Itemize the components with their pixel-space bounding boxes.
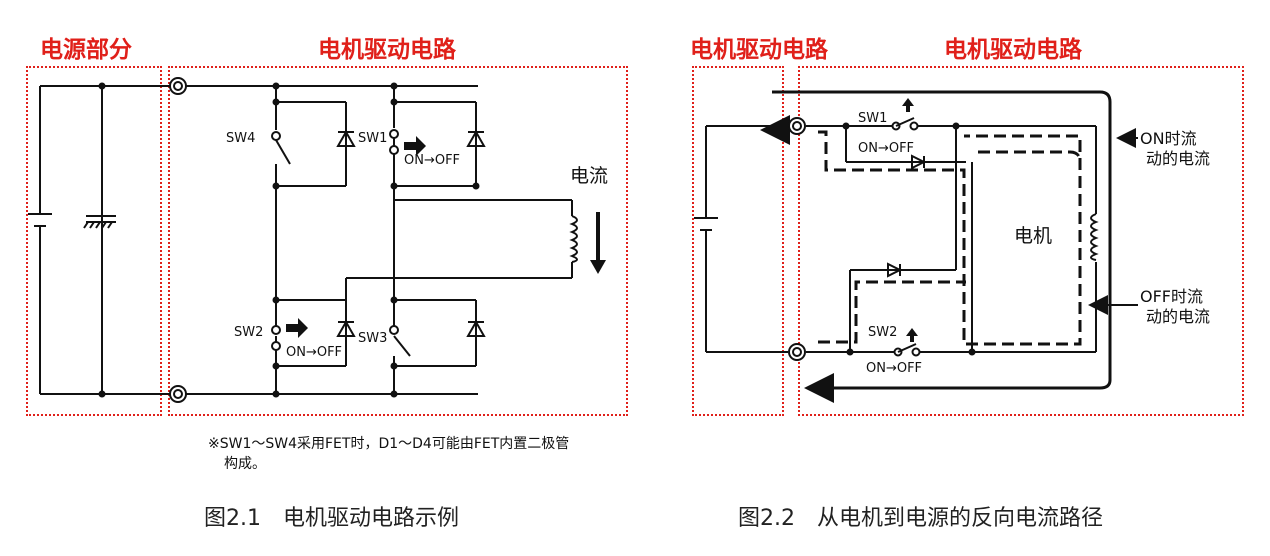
fig1-arrows <box>286 136 606 338</box>
fig2-sw2-label: SW2 <box>868 325 897 340</box>
fig2-circuit <box>694 90 1112 403</box>
fig2-sw1-onoff: ON→OFF <box>858 141 914 156</box>
fig1-sw2-label: SW2 <box>234 325 263 340</box>
drive-section-box-fig2-right <box>798 66 1244 416</box>
drive-section-label-fig2-left: 电机驱动电路 <box>690 37 828 63</box>
fig2-caption: 图2.2 从电机到电源的反向电流路径 <box>738 506 1103 531</box>
drive-section-label-fig2-right: 电机驱动电路 <box>944 37 1082 63</box>
fig2-off-current-line2: 动的电流 <box>1146 307 1210 326</box>
fig2-terminals <box>788 117 806 361</box>
fig1-switch-contacts <box>271 129 399 351</box>
power-section-label: 电源部分 <box>40 37 132 63</box>
fig2-up-arrows <box>902 98 918 342</box>
fig2-junctions <box>842 122 976 356</box>
fig1-note-line2: 构成。 <box>224 456 266 472</box>
drive-section-box-fig2-left <box>692 66 784 416</box>
fig2-diodes <box>887 154 927 278</box>
fig2-on-current-line1: ON时流 <box>1140 129 1197 148</box>
fig2-on-current-line2: 动的电流 <box>1146 149 1210 168</box>
power-section-box <box>26 66 162 416</box>
fig1-caption: 图2.1 电机驱动电路示例 <box>204 506 459 531</box>
fig1-circuit <box>28 85 578 395</box>
fig1-sw2-onoff: ON→OFF <box>286 345 342 360</box>
fig1-sw4-label: SW4 <box>226 131 255 146</box>
drive-section-box-fig1 <box>168 66 628 416</box>
fig1-terminals <box>169 77 187 403</box>
fig2-sw2-onoff: ON→OFF <box>866 361 922 376</box>
drive-section-label-fig1: 电机驱动电路 <box>318 37 456 63</box>
fig1-diodes <box>336 129 486 337</box>
fig2-off-current-line1: OFF时流 <box>1140 287 1203 306</box>
fig2-sw1-label: SW1 <box>858 111 887 126</box>
fig1-sw1-onoff: ON→OFF <box>404 153 460 168</box>
fig1-sw3-label: SW3 <box>358 331 387 346</box>
fig1-junctions <box>98 82 480 398</box>
fig1-current-label: 电流 <box>570 165 608 187</box>
fig1-sw1-label: SW1 <box>358 131 387 146</box>
fig1-note-line1: ※SW1～SW4采用FET时，D1～D4可能由FET内置二极管 <box>208 436 570 452</box>
fig2-dashed-paths <box>818 130 1082 346</box>
fig2-motor-label: 电机 <box>1014 225 1052 247</box>
